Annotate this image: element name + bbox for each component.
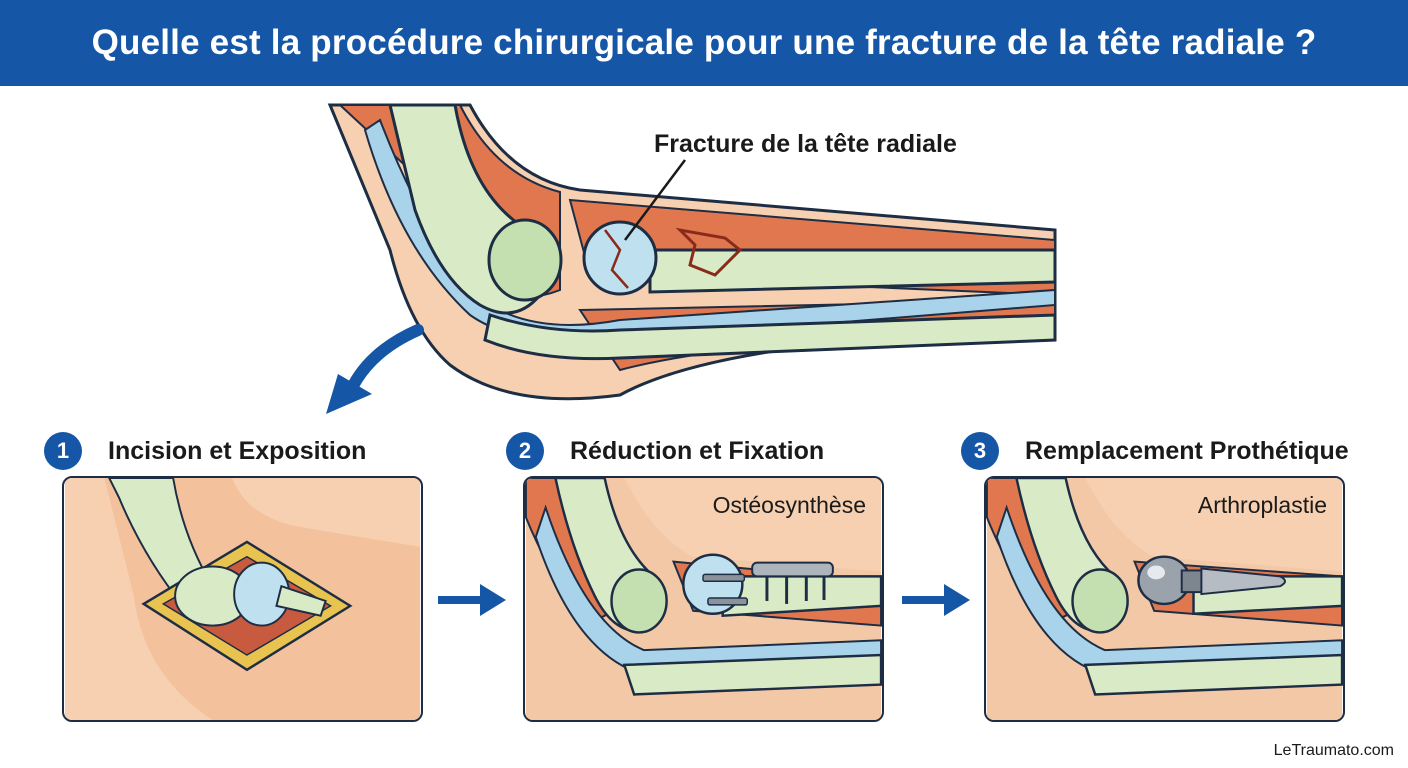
step-1-label: Incision et Exposition [108, 436, 367, 465]
curved-arrow-icon [326, 324, 424, 414]
next-step-arrow-icon [902, 584, 970, 616]
step-3-label: Remplacement Prothétique [1025, 436, 1349, 465]
fracture-label: Fracture de la tête radiale [654, 130, 957, 158]
step-1-badge: 1 [44, 432, 82, 470]
step-2-panel: Ostéosynthèse [523, 476, 884, 722]
step-3-title: 3 Remplacement Prothétique [961, 431, 1349, 471]
page-title: Quelle est la procédure chirurgicale pou… [91, 23, 1317, 62]
step-2-panel-label: Ostéosynthèse [712, 492, 866, 518]
step-3-panel-label: Arthroplastie [1197, 492, 1327, 518]
step-2-badge: 2 [506, 432, 544, 470]
incision-illustration-svg [64, 478, 421, 720]
step-2-title: 2 Réduction et Fixation [506, 431, 824, 471]
step-3-badge: 3 [961, 432, 999, 470]
step-2-label: Réduction et Fixation [570, 436, 825, 465]
elbow-illustration [320, 100, 1080, 410]
title-banner: Quelle est la procédure chirurgicale pou… [0, 0, 1408, 86]
footer-credit: LeTraumato.com [1273, 742, 1394, 759]
arthroplasty-illustration-svg [986, 478, 1343, 720]
step-3-panel: Arthroplastie [984, 476, 1345, 722]
step-1-panel [62, 476, 423, 722]
step-1-title: 1 Incision et Exposition [44, 431, 366, 471]
osteosynthesis-illustration-svg [525, 478, 882, 720]
elbow-anatomy-svg [327, 103, 1057, 401]
next-step-arrow-icon [438, 584, 506, 616]
